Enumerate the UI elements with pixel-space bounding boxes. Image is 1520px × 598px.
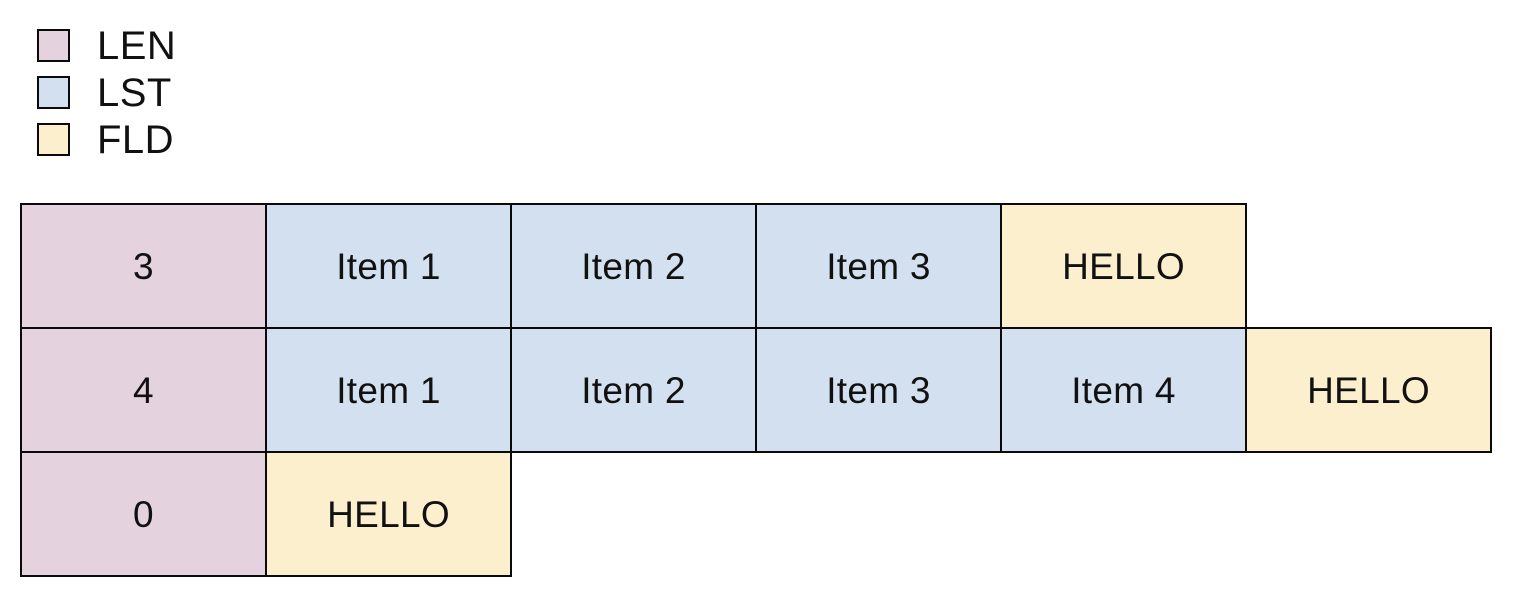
legend-item-label: FLD xyxy=(97,117,175,162)
legend-item-label: LST xyxy=(97,70,172,115)
legend-item-label: LEN xyxy=(97,23,177,68)
table-cell-len: 4 xyxy=(20,327,267,453)
legend-swatch-icon xyxy=(37,29,70,62)
legend-item-fld: FLD xyxy=(37,116,457,163)
table-cell-lst: Item 4 xyxy=(1000,327,1247,453)
legend-swatch-icon xyxy=(37,76,70,109)
legend-item-len: LEN xyxy=(37,22,457,69)
legend-swatch-icon xyxy=(37,123,70,156)
table-cell-fld: HELLO xyxy=(265,451,512,577)
legend-item-lst: LST xyxy=(37,69,457,116)
table-cell-lst: Item 3 xyxy=(755,203,1002,329)
table-cell-fld: HELLO xyxy=(1245,327,1492,453)
table-cell-lst: Item 1 xyxy=(265,327,512,453)
table-cell-len: 3 xyxy=(20,203,267,329)
table-cell-len: 0 xyxy=(20,451,267,577)
table-cell-lst: Item 2 xyxy=(510,327,757,453)
table-cell-lst: Item 2 xyxy=(510,203,757,329)
table-cell-lst: Item 3 xyxy=(755,327,1002,453)
table-cell-lst: Item 1 xyxy=(265,203,512,329)
table-cell-fld: HELLO xyxy=(1000,203,1247,329)
